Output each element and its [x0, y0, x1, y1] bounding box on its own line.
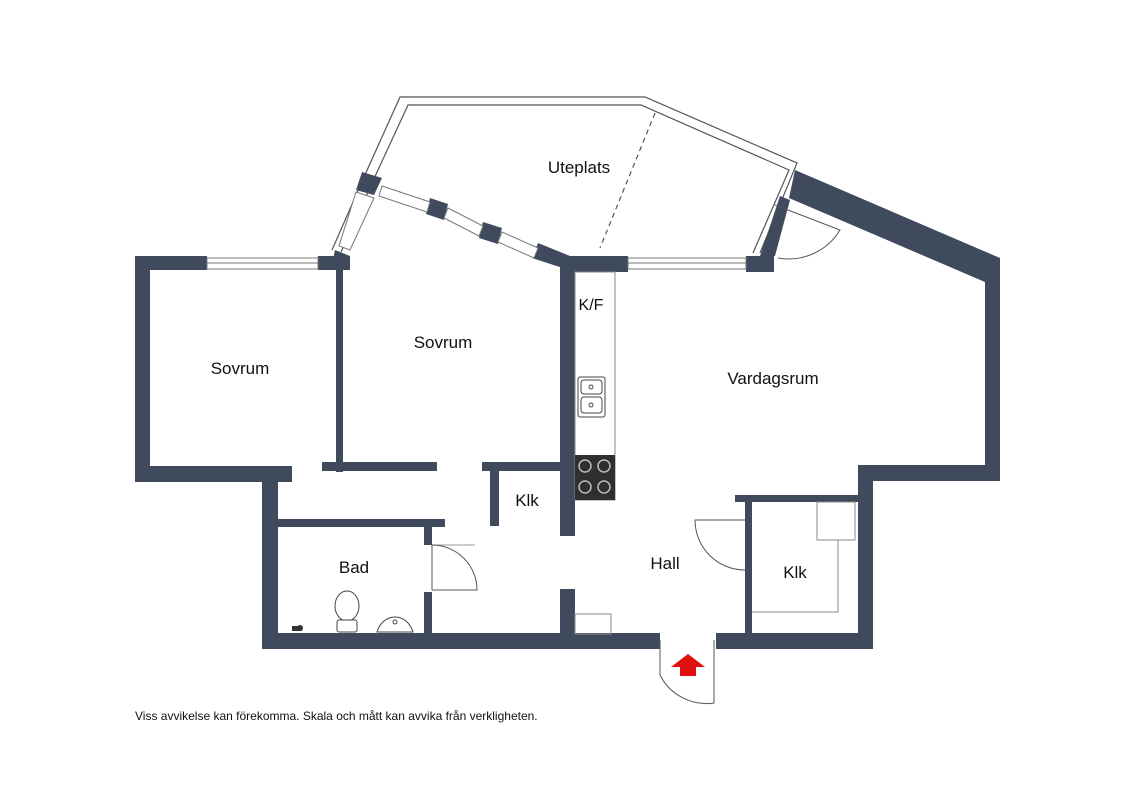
wall — [735, 495, 858, 502]
sink-icon — [577, 376, 606, 418]
wall — [262, 475, 278, 649]
wall — [322, 462, 437, 471]
entrance-arrow-icon — [671, 654, 705, 676]
room-label-kf: K/F — [579, 297, 604, 314]
wall — [985, 258, 1000, 481]
fixtures — [574, 271, 856, 635]
wall — [716, 633, 873, 649]
room-label-uteplats: Uteplats — [548, 158, 610, 177]
room-label-bad: Bad — [339, 558, 369, 577]
wall — [858, 465, 873, 649]
wall — [560, 256, 628, 272]
wall — [490, 462, 499, 526]
window — [378, 185, 431, 213]
room-label-sovrum-1: Sovrum — [211, 359, 270, 378]
room-label-sovrum-2: Sovrum — [414, 333, 473, 352]
room-label-klk-1: Klk — [515, 491, 539, 510]
wall — [746, 256, 774, 272]
window — [497, 231, 539, 259]
wall — [135, 256, 150, 482]
washbasin-icon — [376, 616, 414, 633]
room-label-hall: Hall — [650, 554, 679, 573]
wall — [858, 465, 1000, 481]
room-label-klk-2: Klk — [783, 563, 807, 582]
wall — [336, 268, 343, 472]
wall — [424, 592, 432, 636]
walls — [135, 170, 1000, 649]
toilet-icon — [334, 590, 360, 633]
wall — [262, 633, 660, 649]
wall — [424, 519, 432, 545]
doors — [431, 204, 841, 705]
disclaimer-text: Viss avvikelse kan förekomma. Skala och … — [135, 709, 538, 723]
wall — [745, 495, 752, 635]
stove-icon — [575, 455, 615, 500]
wall — [560, 256, 575, 536]
window — [443, 207, 484, 237]
wall — [276, 519, 445, 527]
window — [338, 191, 375, 251]
windows — [206, 185, 747, 270]
wall — [135, 466, 292, 482]
wall — [560, 589, 575, 636]
wall — [135, 256, 207, 270]
wall — [482, 462, 562, 471]
faucet-icon — [292, 625, 303, 631]
room-label-vardagsrum: Vardagsrum — [727, 369, 818, 388]
